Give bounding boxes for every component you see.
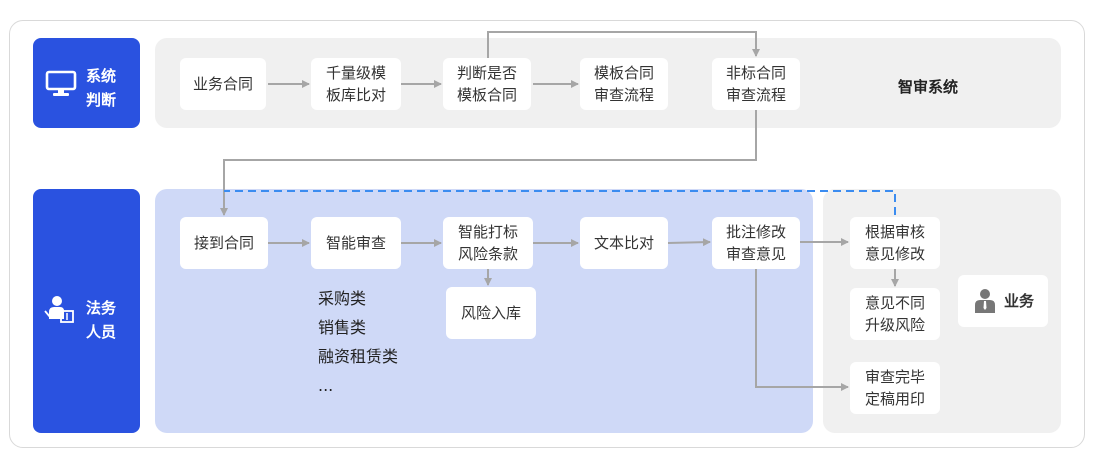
step-annotate-review: 批注修改 审查意见 bbox=[712, 217, 800, 269]
arrow bbox=[487, 31, 760, 58]
step-risk-store: 风险入库 bbox=[446, 287, 536, 339]
step-text: 模板合同 审查流程 bbox=[593, 64, 654, 104]
step-text-compare: 文本比对 bbox=[580, 217, 668, 269]
business-role-card: 业务 bbox=[958, 275, 1048, 327]
step-finalize-seal: 审查完毕 定稿用印 bbox=[850, 362, 940, 414]
step-smart-tag-risk: 智能打标 风险条款 bbox=[443, 217, 533, 269]
presenter-icon bbox=[44, 296, 74, 323]
step-text: 智能审查 bbox=[325, 234, 386, 252]
dashed-feedback-line bbox=[224, 190, 896, 215]
step-text: 文本比对 bbox=[593, 234, 654, 252]
arrow bbox=[755, 269, 849, 391]
step-receive-contract: 接到合同 bbox=[180, 217, 268, 269]
category-item: 销售类 bbox=[318, 318, 367, 337]
step-revise-per-opinion: 根据审核 意见修改 bbox=[850, 217, 940, 269]
system-judgement-label: 系统 判断 bbox=[33, 38, 140, 128]
system-label-line2: 判断 bbox=[86, 91, 117, 109]
monitor-icon bbox=[45, 70, 77, 96]
step-escalate-risk: 意见不同 升级风险 bbox=[850, 288, 940, 340]
step-text: 意见不同 升级风险 bbox=[864, 294, 925, 334]
system-label-line1: 系统 bbox=[86, 67, 117, 85]
step-template-review-flow: 模板合同 审查流程 bbox=[580, 58, 668, 110]
system-name: 智审系统 bbox=[898, 78, 959, 96]
step-text: 根据审核 意见修改 bbox=[864, 223, 925, 263]
category-item: ... bbox=[318, 376, 334, 395]
step-text: 非标合同 审查流程 bbox=[725, 64, 786, 104]
category-item: 采购类 bbox=[318, 289, 367, 308]
person-icon bbox=[974, 289, 995, 313]
step-business-contract: 业务合同 bbox=[180, 58, 266, 110]
legal-staff-label: 法务 人员 bbox=[33, 189, 140, 433]
step-text: 千量级模 板库比对 bbox=[325, 64, 386, 104]
step-template-library-compare: 千量级模 板库比对 bbox=[311, 58, 401, 110]
arrow bbox=[667, 238, 711, 247]
category-item: 融资租赁类 bbox=[318, 347, 399, 366]
step-text: 接到合同 bbox=[193, 234, 254, 252]
legal-label-line1: 法务 bbox=[86, 299, 117, 317]
legal-label-line2: 人员 bbox=[86, 323, 117, 341]
business-role-label: 业务 bbox=[1003, 292, 1034, 310]
step-text: 批注修改 审查意见 bbox=[725, 223, 786, 263]
step-nonstandard-review-flow: 非标合同 审查流程 bbox=[712, 58, 800, 110]
step-is-template-contract: 判断是否 模板合同 bbox=[443, 58, 531, 110]
step-text: 判断是否 模板合同 bbox=[456, 64, 517, 104]
arrow bbox=[220, 110, 757, 216]
contract-category-list: 采购类 销售类 融资租赁类 ... bbox=[318, 284, 398, 400]
step-text: 业务合同 bbox=[192, 75, 253, 93]
step-text: 审查完毕 定稿用印 bbox=[864, 368, 925, 408]
step-smart-review: 智能审查 bbox=[311, 217, 401, 269]
step-text: 智能打标 风险条款 bbox=[457, 223, 518, 263]
step-text: 风险入库 bbox=[460, 304, 521, 322]
